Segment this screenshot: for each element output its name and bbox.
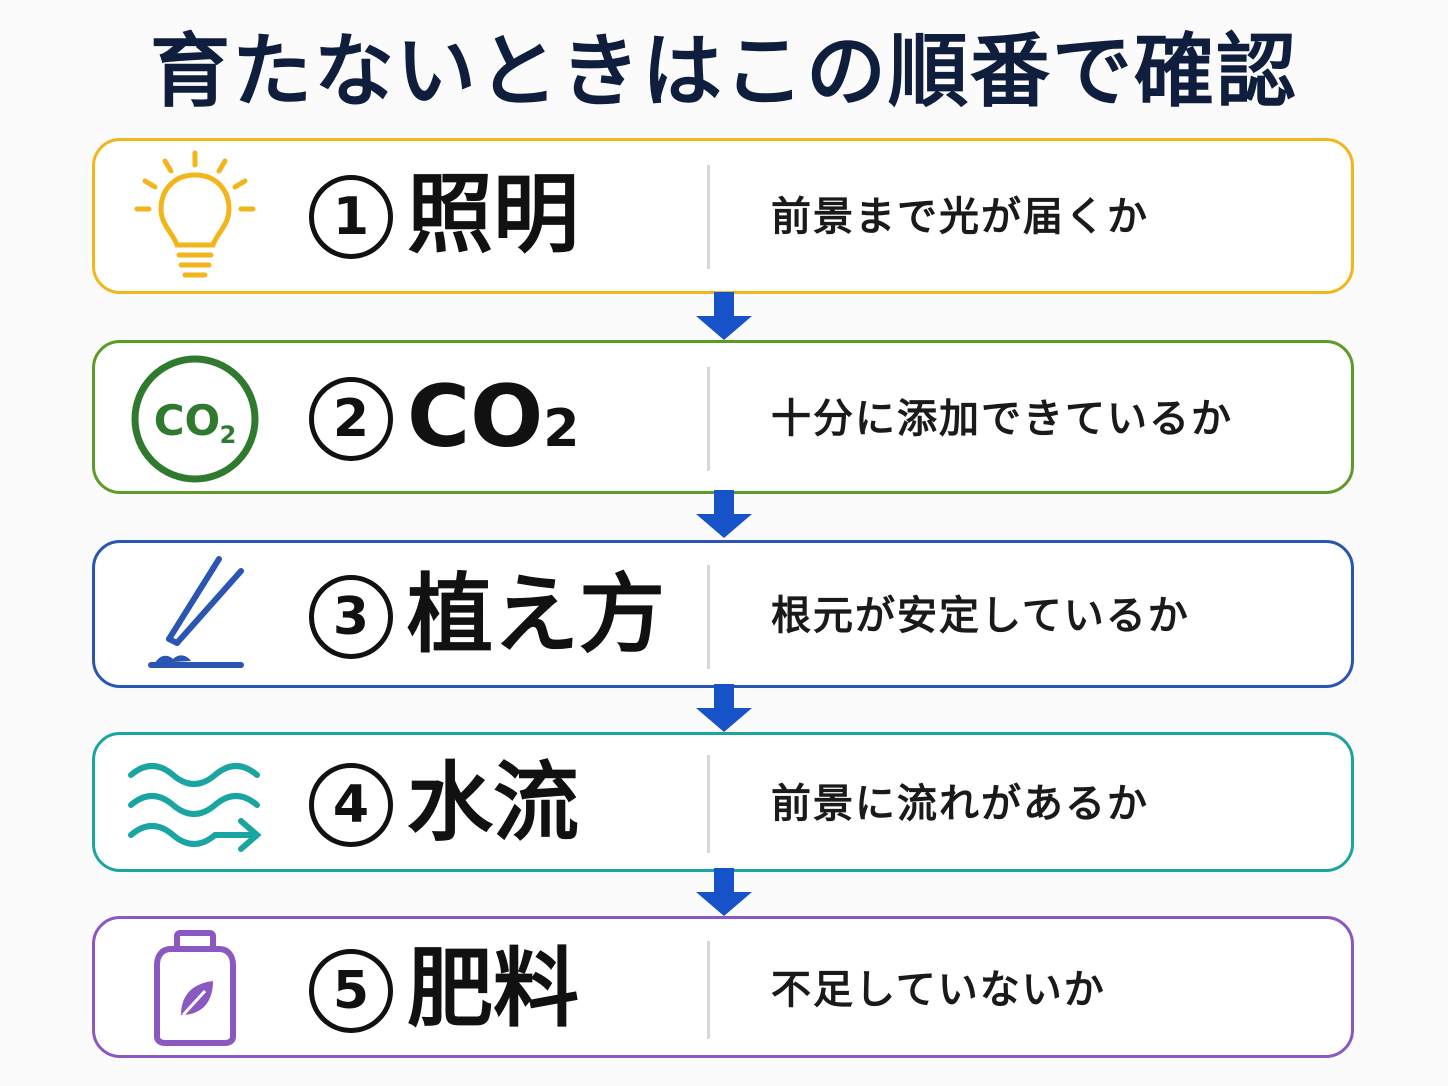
divider	[707, 941, 710, 1039]
step-number-badge: 4	[309, 763, 393, 847]
step-card-lighting: 1 照明 前景まで光が届くか	[92, 138, 1354, 294]
divider	[707, 367, 710, 471]
svg-text:2: 2	[220, 421, 237, 449]
lightbulb-icon	[125, 147, 265, 287]
step-description: 根元が安定しているか	[771, 593, 1190, 639]
step-label: 水流	[407, 753, 579, 853]
step-label: CO2	[407, 367, 579, 479]
step-card-co2: CO 2 2 CO2 十分に添加できているか	[92, 340, 1354, 494]
step-label: 肥料	[407, 939, 579, 1039]
down-arrow-icon	[694, 684, 754, 734]
step-card-planting: 3 植え方 根元が安定しているか	[92, 540, 1354, 688]
svg-text:CO: CO	[154, 396, 221, 445]
step-label-subscript: 2	[543, 399, 580, 459]
tweezers-icon	[125, 547, 265, 687]
step-label: 植え方	[407, 565, 665, 665]
water-flow-icon	[125, 735, 265, 875]
step-card-water-flow: 4 水流 前景に流れがあるか	[92, 732, 1354, 872]
step-number-badge: 2	[309, 377, 393, 461]
co2-icon: CO 2	[125, 349, 265, 489]
step-number-badge: 5	[309, 949, 393, 1033]
down-arrow-icon	[694, 490, 754, 540]
step-label: 照明	[407, 165, 579, 265]
divider	[707, 165, 710, 269]
step-description: 十分に添加できているか	[771, 396, 1233, 442]
fertilizer-bottle-icon	[125, 919, 265, 1059]
page-title: 育たないときはこの順番で確認	[150, 25, 1298, 118]
divider	[707, 755, 710, 853]
step-description: 不足していないか	[771, 967, 1106, 1013]
step-description: 前景まで光が届くか	[771, 194, 1149, 240]
down-arrow-icon	[694, 292, 754, 342]
step-card-fertilizer: 5 肥料 不足していないか	[92, 916, 1354, 1058]
down-arrow-icon	[694, 868, 754, 918]
step-description: 前景に流れがあるか	[771, 781, 1149, 827]
step-label-text: CO	[407, 367, 544, 467]
step-number-badge: 3	[309, 575, 393, 659]
step-number-badge: 1	[309, 175, 393, 259]
divider	[707, 565, 710, 669]
